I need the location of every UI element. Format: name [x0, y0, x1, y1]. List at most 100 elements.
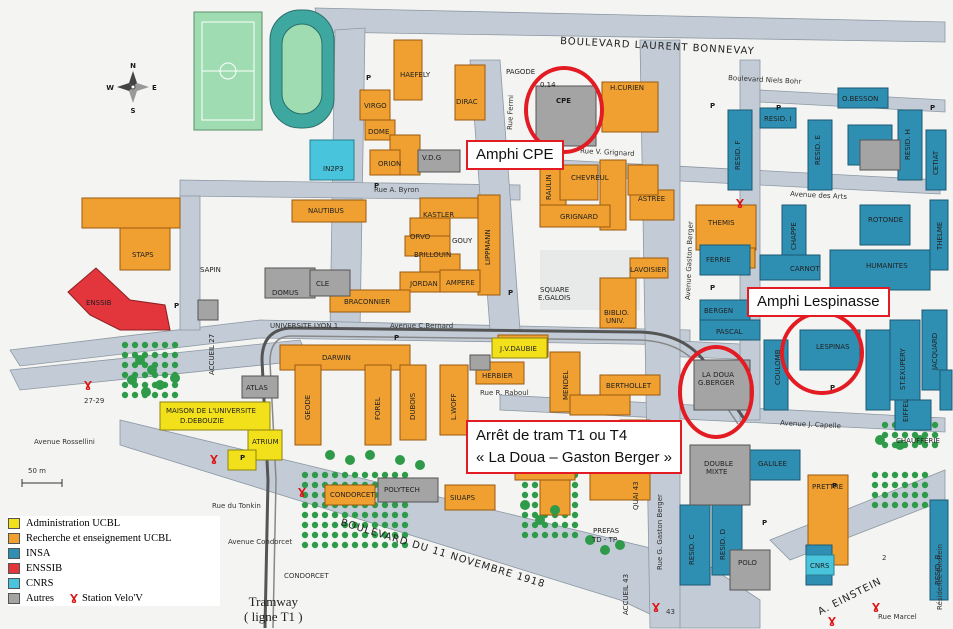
label-la-doua2: G.BERGER: [698, 379, 735, 387]
label-resid-h: RESID. H: [904, 129, 912, 160]
legend-label-research: Recherche et enseignement UCBL: [26, 533, 172, 544]
label-rue-raboul: Rue R. Raboul: [480, 389, 529, 397]
legend-swatch-insa: [8, 548, 20, 559]
label-lespinas: LESPINAS: [816, 343, 850, 351]
label-dubois: DUBOIS: [409, 392, 417, 420]
label-biblio: BIBLIO.: [604, 309, 629, 317]
parking-icon: P: [830, 384, 835, 392]
parking-icon: P: [374, 182, 379, 190]
tramway-caption-line1: Tramway: [248, 594, 298, 609]
label-virgo: VIRGO: [364, 102, 387, 110]
label-accueil27: ACCUEIL 27: [208, 334, 216, 375]
velov-icon: Ɣ: [210, 454, 218, 465]
label-berthollet: BERTHOLLET: [606, 382, 652, 390]
label-rue-grignard: Rue V. Grignard: [580, 147, 635, 158]
label-prefas2: TD - TP: [591, 536, 617, 544]
legend-label-cnrs: CNRS: [26, 578, 54, 589]
label-herbier: HERBIER: [482, 372, 513, 380]
tree-clusters: [127, 355, 925, 555]
parking-icon: P: [508, 289, 513, 297]
label-chevreul: CHEVREUL: [571, 174, 609, 182]
compass-rose-icon: N S E W: [106, 62, 157, 115]
legend-row-insa: INSA: [8, 546, 220, 561]
label-astree: ASTREE: [638, 195, 665, 203]
parking-icon: P: [394, 334, 399, 342]
label-mendel: MENDEL: [562, 370, 570, 400]
compass-n: N: [130, 62, 136, 70]
label-av-capelle: Avenue J. Capelle: [780, 419, 841, 430]
label-cetiat: CETIAT: [932, 150, 940, 175]
label-nautibus: NAUTIBUS: [308, 207, 344, 215]
parking-icon: P: [930, 104, 935, 112]
parking-icon: P: [710, 102, 715, 110]
velov-icon: Ɣ: [736, 198, 744, 209]
label-rue-gaston-berger: Rue G. Gaston Berger: [656, 494, 664, 570]
compass-s: S: [130, 107, 135, 115]
label-jacquard: JACQUARD: [931, 333, 939, 371]
label-forel: FOREL: [374, 397, 382, 420]
compass-e: E: [152, 84, 157, 92]
label-braconnier: BRACONNIER: [344, 298, 390, 306]
label-maison: MAISON DE L'UNIVERSITE: [166, 407, 256, 415]
velov-icon: Ɣ: [652, 602, 660, 613]
label-condorcet-stop: CONDORCET: [284, 572, 329, 580]
map-legend: Administration UCBL Recherche et enseign…: [8, 516, 220, 606]
callout-tram-stop: Arrêt de tram T1 ou T4 « La Doua – Gasto…: [466, 420, 682, 474]
label-brillouin: BRILLOUIN: [414, 251, 451, 259]
velov-icon: Ɣ: [828, 616, 836, 627]
parking-icon: P: [174, 302, 179, 310]
label-double2: MIXTE: [706, 468, 727, 476]
legend-label-insa: INSA: [26, 548, 51, 559]
velov-icon: Ɣ: [298, 487, 306, 498]
label-dirac: DIRAC: [456, 98, 478, 106]
label-double: DOUBLE: [704, 460, 733, 468]
label-27-29: 27-29: [84, 397, 104, 405]
label-resid-f: RESID. F: [734, 140, 742, 170]
legend-label-velov: Station Velo'V: [81, 593, 143, 604]
label-av-gaston-berger: Avenue Gaston Berger: [684, 221, 695, 300]
label-domus: DOMUS: [272, 289, 299, 297]
label-av-einstein-num: 2: [882, 554, 886, 562]
label-eiffel: EIFFEL: [902, 399, 910, 422]
label-jv-daubie: J.V.DAUBIE: [499, 345, 537, 353]
legend-row-cnrs: CNRS: [8, 576, 220, 591]
label-cpe: CPE: [556, 97, 571, 105]
label-av-rossellini-1: Avenue Rossellini: [34, 438, 95, 446]
label-lavoisier: LAVOISIER: [630, 266, 667, 274]
cnrs-buildings: [309, 139, 835, 576]
legend-row-research: Recherche et enseignement UCBL: [8, 531, 220, 546]
other-buildings: [197, 85, 901, 591]
velov-stations: Ɣ Ɣ Ɣ Ɣ Ɣ Ɣ Ɣ: [84, 198, 880, 627]
parking-icon: P: [832, 482, 837, 490]
label-resid-b: RESID. B: [934, 554, 942, 585]
label-pascal: PASCAL: [716, 328, 743, 336]
label-themis: THEMIS: [707, 219, 735, 227]
label-scale: 50 m: [28, 467, 46, 475]
label-darwin: DARWIN: [322, 354, 351, 362]
legend-row-other: Autres Ɣ Station Velo'V: [8, 591, 220, 606]
label-accueil43: ACCUEIL 43: [622, 574, 630, 615]
label-rotonde: ROTONDE: [868, 216, 903, 224]
label-grignard: GRIGNARD: [560, 213, 598, 221]
label-gouy: GOUY: [452, 237, 473, 245]
label-square: SQUARE: [540, 286, 569, 294]
highlight-circles: [524, 66, 864, 439]
green-areas: [120, 9, 940, 550]
label-prefas: PREFAS: [593, 527, 620, 535]
label-jordan: JORDAN: [409, 280, 438, 288]
label-thelme: THELME: [936, 222, 944, 251]
parking-icon: P: [776, 104, 781, 112]
label-atrium: ATRIUM: [252, 438, 279, 446]
label-atlas: ATLAS: [246, 384, 268, 392]
velov-icon: Ɣ: [872, 602, 880, 613]
label-in2p3: IN2P3: [323, 165, 343, 173]
label-obesson: O.BESSON: [842, 95, 878, 103]
label-geode: GEODE: [304, 395, 312, 420]
label-chaufferie: CHAUFFERIE: [896, 437, 940, 445]
label-sapin: SAPIN: [200, 266, 221, 274]
building-labels: HAEFELY PAGODE 0.14 CPE H.CURIEN VIRGO D…: [86, 68, 944, 615]
label-orvo: ORVO: [410, 233, 431, 241]
label-enssib: ENSSIB: [86, 299, 112, 307]
label-condorcet: CONDORCET: [330, 491, 375, 499]
